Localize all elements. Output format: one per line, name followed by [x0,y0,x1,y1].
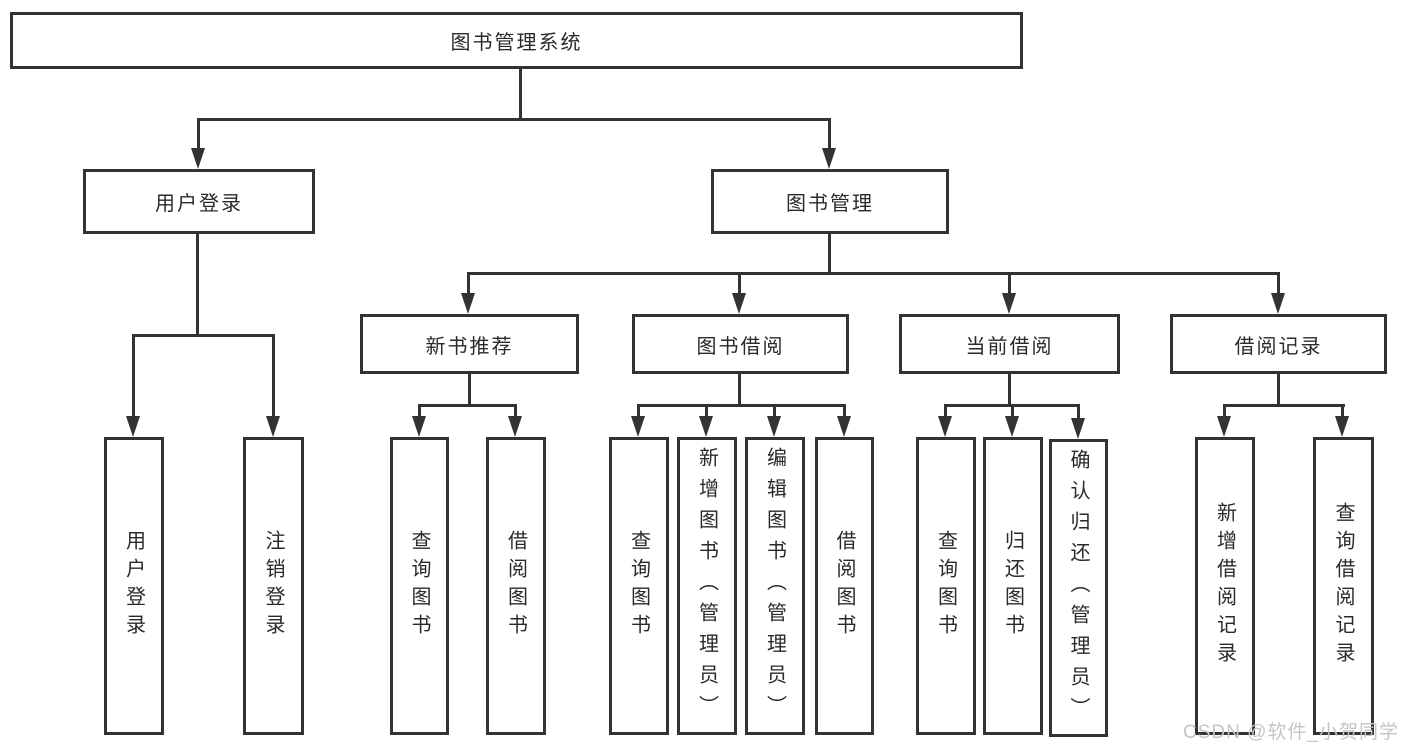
connector-segment [944,404,1080,407]
connector-segment [637,404,846,407]
connector-segment [132,336,135,416]
leaf-query-books-borrow-label: 查询图书 [627,530,650,642]
leaf-return-book: 归还图书 [983,437,1043,735]
node-borrow-records: 借阅记录 [1170,314,1387,374]
arrowhead-down [732,293,746,314]
connector-segment [519,68,522,120]
connector-segment [197,120,200,150]
node-book-borrow: 图书借阅 [632,314,849,374]
arrowhead-down [266,416,280,437]
leaf-add-book-admin: 新增图书（管理员） [677,437,737,735]
connector-segment [828,120,831,150]
connector-segment [705,406,708,418]
connector-segment [418,404,517,407]
arrowhead-down [631,416,645,437]
connector-segment [1223,404,1345,407]
leaf-user-login: 用户登录 [104,437,164,735]
connector-segment [1341,406,1344,418]
connector-segment [944,406,947,418]
node-root: 图书管理系统 [10,12,1023,69]
leaf-confirm-return-admin: 确认归还（管理员） [1049,439,1108,737]
connector-segment [637,406,640,418]
leaf-edit-book-admin-label: 编辑图书（管理员） [763,446,786,726]
leaf-borrow-books-recommend-label: 借阅图书 [504,530,527,642]
connector-segment [1008,373,1011,406]
leaf-query-books-recommend: 查询图书 [390,437,449,735]
leaf-confirm-return-admin-label: 确认归还（管理员） [1067,448,1089,728]
node-user-login: 用户登录 [83,169,315,234]
arrowhead-down [461,293,475,314]
connector-segment [196,233,199,337]
connector-segment [773,406,776,418]
connector-segment [1223,406,1226,418]
node-user-login-label: 用户登录 [155,193,243,215]
connector-segment [1277,274,1280,294]
arrowhead-down [1271,293,1285,314]
node-root-label: 图书管理系统 [450,32,583,54]
connector-segment [468,373,471,406]
arrowhead-down [938,416,952,437]
arrowhead-down [1217,416,1231,437]
connector-segment [1008,274,1011,294]
leaf-query-books-recommend-label: 查询图书 [408,530,430,642]
connector-segment [272,336,275,416]
connector-segment [467,274,470,294]
leaf-add-book-admin-label: 新增图书（管理员） [695,446,718,726]
connector-segment [1277,373,1280,406]
node-borrow-records-label: 借阅记录 [1234,335,1323,358]
connector-segment [132,334,275,337]
leaf-return-book-label: 归还图书 [1001,530,1024,642]
arrowhead-down [767,416,781,437]
node-current-borrow: 当前借阅 [899,314,1120,374]
arrowhead-down [126,416,140,437]
leaf-borrow-books-borrow-label: 借阅图书 [833,530,855,642]
leaf-query-borrow-record: 查询借阅记录 [1313,437,1374,735]
node-new-book-recommend-label: 新书推荐 [425,335,514,358]
arrowhead-down [191,148,205,169]
connector-segment [1011,406,1014,418]
leaf-logout: 注销登录 [243,437,304,735]
arrowhead-down [412,416,426,437]
arrowhead-down [508,416,522,437]
node-new-book-recommend: 新书推荐 [360,314,579,374]
node-book-borrow-label: 图书借阅 [696,335,785,358]
connector-segment [197,118,831,121]
csdn-watermark: CSDN @软件_小贺同学 [1183,722,1399,743]
arrowhead-down [837,416,851,437]
arrowhead-down [1071,418,1085,439]
node-current-borrow-label: 当前借阅 [965,335,1054,358]
arrowhead-down [822,148,836,169]
arrowhead-down [1335,416,1349,437]
connector-segment [418,406,421,418]
leaf-logout-label: 注销登录 [262,530,284,642]
leaf-add-borrow-record: 新增借阅记录 [1195,437,1255,735]
arrowhead-down [1005,416,1019,437]
connector-segment [738,373,741,406]
connector-segment [828,233,831,274]
connector-segment [1077,406,1080,418]
arrowhead-down [699,416,713,437]
arrowhead-down [1002,293,1016,314]
leaf-query-books-current-label: 查询图书 [934,530,957,642]
leaf-query-borrow-record-label: 查询借阅记录 [1332,502,1354,670]
connector-segment [738,274,741,294]
leaf-query-books-borrow: 查询图书 [609,437,669,735]
leaf-user-login-label: 用户登录 [122,530,145,642]
leaf-query-books-current: 查询图书 [916,437,976,735]
leaf-borrow-books-borrow: 借阅图书 [815,437,874,735]
leaf-borrow-books-recommend: 借阅图书 [486,437,546,735]
node-book-management-label: 图书管理 [786,193,874,215]
leaf-edit-book-admin: 编辑图书（管理员） [745,437,805,735]
connector-segment [843,406,846,418]
node-book-management: 图书管理 [711,169,949,234]
connector-segment [514,406,517,418]
connector-segment [467,272,1280,275]
leaf-add-borrow-record-label: 新增借阅记录 [1213,502,1236,670]
